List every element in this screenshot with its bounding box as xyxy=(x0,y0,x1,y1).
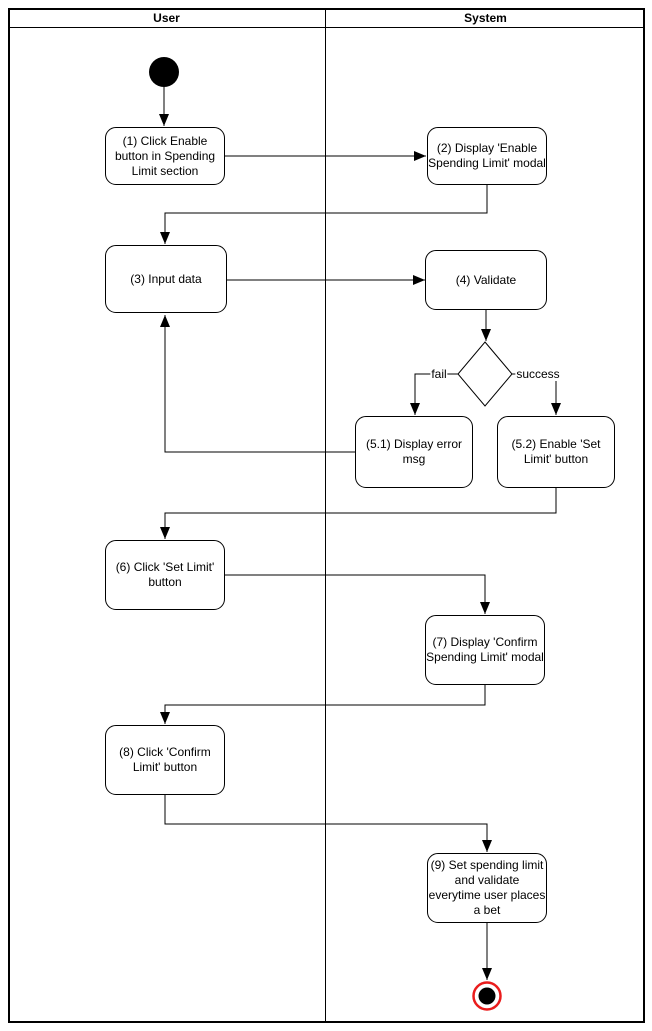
edge-n2-to-n3 xyxy=(160,185,488,244)
activity-node-1: (1) Click Enable button in Spending Limi… xyxy=(105,127,225,185)
activity-node-3-label: (3) Input data xyxy=(130,271,202,286)
lane-title-user: User xyxy=(153,11,180,25)
activity-node-8: (8) Click 'Confirm Limit' button xyxy=(105,725,225,795)
activity-node-4: (4) Validate xyxy=(425,250,547,310)
activity-node-5-1-label: (5.1) Display error msg xyxy=(365,437,463,466)
activity-node-5-1: (5.1) Display error msg xyxy=(355,416,473,488)
activity-node-8-label: (8) Click 'Confirm Limit' button xyxy=(119,745,211,774)
activity-node-5-2: (5.2) Enable 'Set Limit' button xyxy=(497,416,615,488)
activity-node-1-label: (1) Click Enable button in Spending Limi… xyxy=(114,133,216,178)
final-node-core xyxy=(478,987,496,1005)
activity-node-5-2-label: (5.2) Enable 'Set Limit' button xyxy=(511,437,601,466)
initial-node xyxy=(149,57,179,87)
lane-title-system: System xyxy=(464,11,507,25)
activity-node-3: (3) Input data xyxy=(105,245,227,313)
lane-header-system: System xyxy=(326,9,645,27)
edge-n51-to-n3 xyxy=(160,315,355,453)
edge-n7-to-n8 xyxy=(160,685,486,724)
activity-node-9: (9) Set spending limit and validate ever… xyxy=(427,853,547,923)
pool-border xyxy=(8,8,645,1023)
activity-node-2: (2) Display 'Enable Spending Limit' moda… xyxy=(427,127,547,185)
decision-diamond xyxy=(457,341,513,407)
lane-header-user: User xyxy=(8,9,325,27)
lane-header-underline xyxy=(8,27,645,28)
edge-n8-to-n9 xyxy=(164,795,492,852)
edge-n6-to-n7 xyxy=(225,574,490,614)
edge-n52-to-n6 xyxy=(160,488,557,539)
activity-node-7-label: (7) Display 'Confirm Spending Limit' mod… xyxy=(426,635,544,664)
activity-node-6-label: (6) Click 'Set Limit' button xyxy=(115,560,215,589)
edge-label-fail: fail xyxy=(430,367,448,381)
edge-label-success: success xyxy=(515,367,561,381)
activity-node-4-label: (4) Validate xyxy=(455,272,517,287)
activity-node-2-label: (2) Display 'Enable Spending Limit' moda… xyxy=(428,141,546,170)
activity-node-7: (7) Display 'Confirm Spending Limit' mod… xyxy=(425,615,545,685)
lane-divider xyxy=(325,8,326,1023)
activity-node-6: (6) Click 'Set Limit' button xyxy=(105,540,225,610)
activity-node-9-label: (9) Set spending limit and validate ever… xyxy=(428,858,546,917)
